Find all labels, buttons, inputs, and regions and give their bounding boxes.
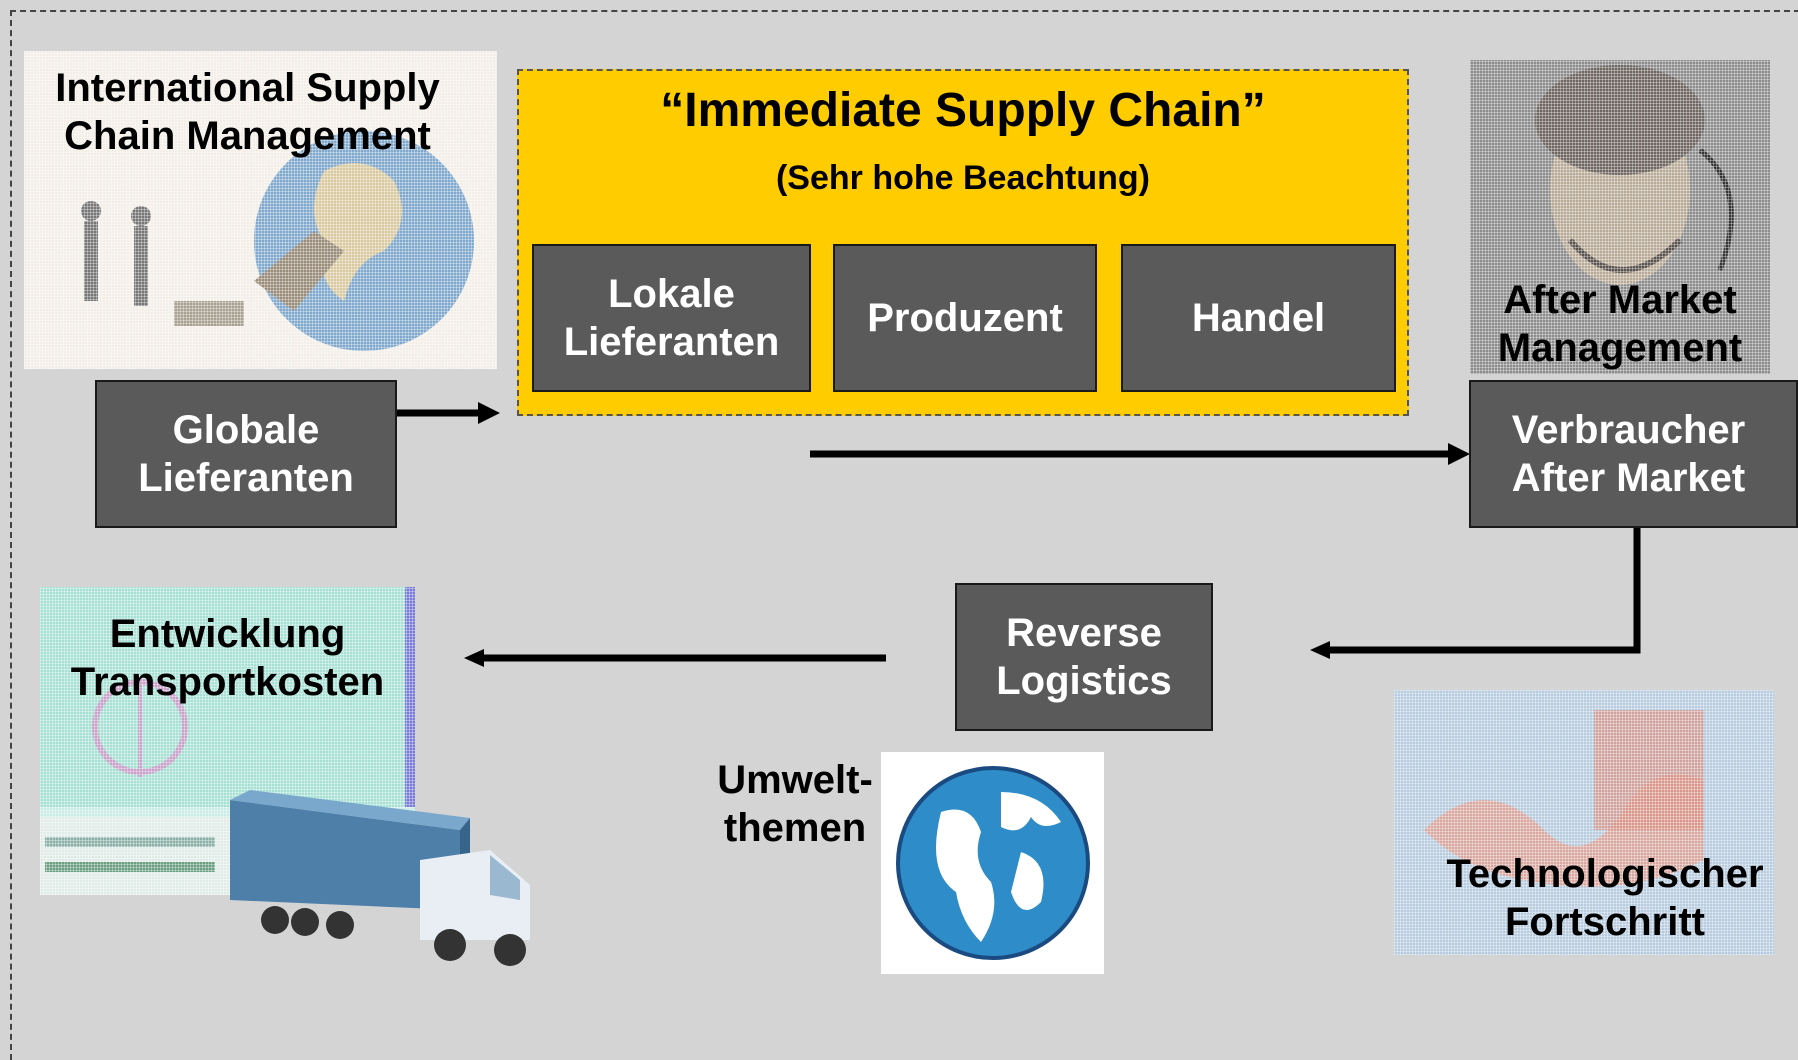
box-verbraucher-after-market: Verbraucher After Market [1469,380,1798,528]
box-lokale-lieferanten: Lokale Lieferanten [532,244,811,392]
box-globale-lieferanten: Globale Lieferanten [95,380,397,528]
after-market-management-label: After Market Management [1497,278,1743,370]
isc-title: “Immediate Supply Chain” [660,84,1266,137]
umwelt-themen-label: Umwelt- themen [717,758,873,850]
box-handel: Handel [1121,244,1396,392]
box-produzent: Produzent [833,244,1097,392]
rfid-hand-icon [1394,690,1774,955]
headset-person-icon [1470,60,1770,374]
arrow-globale-to-isc [397,402,500,424]
arrow-isc-to-verbraucher [810,443,1470,465]
box-reverse-logistics: Reverse Logistics [955,583,1213,731]
isc-subtitle: (Sehr hohe Beachtung) [775,159,1151,197]
globe-shipping-icon [24,51,497,369]
technologischer-fortschritt-label: Technologischer Fortschritt [1446,852,1764,944]
arrow-reverse-to-transport [464,649,886,667]
diagram-frame [10,10,1798,1060]
earth-globe-icon [881,752,1104,974]
truck-icon [220,790,530,970]
arrow-verbraucher-to-reverse [1310,528,1641,659]
international-supply-chain-label: International Supply Chain Management [55,66,440,158]
entwicklung-transportkosten-label: Entwicklung Transportkosten [70,612,385,704]
